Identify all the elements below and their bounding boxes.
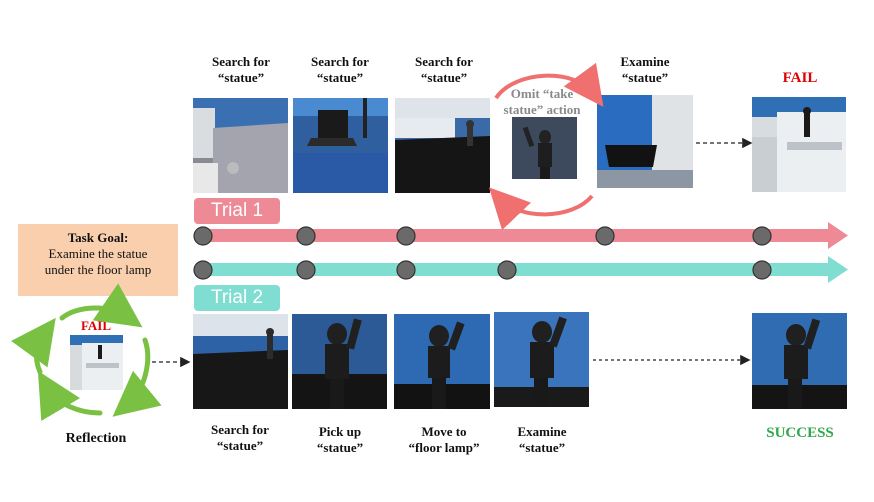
trial1-step2-label: Search for“statue”	[311, 54, 369, 85]
task-goal-line1: Examine the statue	[48, 246, 148, 261]
trial2-result: SUCCESS	[766, 425, 834, 441]
trial1-node	[595, 226, 615, 246]
omit-loop-bottom-arrow	[488, 187, 594, 231]
trial2-step2-label: Pick up“statue”	[316, 424, 364, 455]
reflection-label: Reflection	[65, 431, 127, 446]
trial2-step1-label: Search for“statue”	[211, 422, 269, 453]
trial1-timeline-arrowhead	[828, 222, 848, 249]
trial2-step3-label: Move to“floor lamp”	[408, 424, 480, 455]
trial2-step4-label: Examine“statue”	[517, 424, 567, 455]
trial2-scene-3	[394, 314, 490, 409]
trial1-step4-label: Examine“statue”	[620, 54, 670, 85]
trial1-scene-1	[193, 98, 288, 193]
trial1-scene-3	[395, 98, 490, 193]
trial1-step3-label: Search for“statue”	[415, 54, 473, 85]
trial1-badge: Trial 1	[194, 198, 280, 224]
omit-loop-top-arrow	[494, 62, 604, 107]
trial1-node	[193, 226, 213, 246]
trial1-node	[752, 226, 772, 246]
trial2-timeline-arrowhead	[828, 256, 848, 283]
trial2-node	[396, 260, 416, 280]
trial2-node	[497, 260, 517, 280]
trial1-result: FAIL	[782, 70, 818, 86]
trial2-badge: Trial 2	[194, 285, 280, 311]
trial1-node	[296, 226, 316, 246]
trial1-node	[396, 226, 416, 246]
trial2-nodes	[193, 260, 772, 280]
task-goal-line2: under the floor lamp	[44, 262, 152, 277]
omit-statue-thumb	[512, 117, 577, 179]
trial2-scene-4	[494, 312, 589, 407]
trial2-node	[193, 260, 213, 280]
task-goal-title: Task Goal:	[67, 230, 129, 245]
trial2-result-scene	[752, 313, 847, 409]
trial1-timeline-bar	[198, 229, 830, 242]
trial2-scene-2	[292, 314, 387, 409]
trial2-scene-1	[193, 314, 288, 409]
trial2-node	[752, 260, 772, 280]
trial1-result-scene	[752, 97, 846, 192]
trial2-node	[296, 260, 316, 280]
trial1-nodes	[193, 226, 772, 246]
trial1-scene-2	[293, 98, 388, 193]
trial1-scene-4	[597, 95, 693, 188]
trial1-step1-label: Search for“statue”	[212, 54, 270, 85]
cycle-arrows-icon	[11, 283, 162, 421]
